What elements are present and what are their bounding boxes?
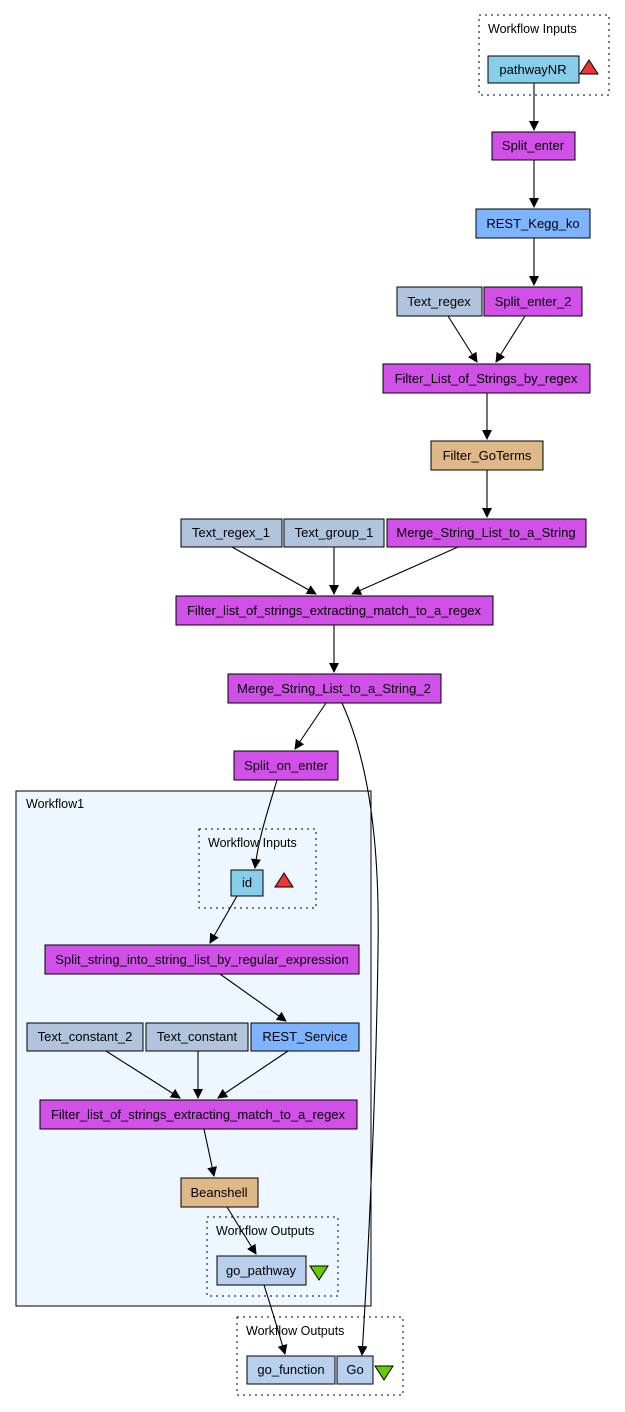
edges [105, 83, 539, 1356]
svg-text:Text_constant: Text_constant [157, 1029, 238, 1044]
svg-text:Text_constant_2: Text_constant_2 [38, 1029, 133, 1044]
svg-text:Beanshell: Beanshell [190, 1185, 247, 1200]
workflow-inputs-inner-label: Workflow Inputs [208, 836, 297, 850]
edge-merge-2-go [341, 702, 379, 1356]
output-triangle-icon [309, 1265, 329, 1281]
edge-beanshell-go-pathway [226, 1206, 257, 1255]
svg-text:Text_regex: Text_regex [407, 294, 471, 309]
workflow-inputs-inner-group: Workflow Inputs [198, 828, 317, 909]
node-beanshell[interactable]: Beanshell [180, 1177, 259, 1208]
svg-text:Filter_list_of_strings_extract: Filter_list_of_strings_extracting_match_… [187, 603, 482, 618]
node-rest-service[interactable]: REST_Service [250, 1022, 360, 1052]
svg-text:Split_enter: Split_enter [502, 138, 565, 153]
edge-go-pathway-go-function [263, 1284, 288, 1355]
node-go[interactable]: Go [336, 1355, 374, 1385]
svg-text:go_function: go_function [257, 1362, 324, 1377]
node-pathwaynr[interactable]: pathwayNR [487, 55, 580, 84]
node-go-function[interactable]: go_function [246, 1355, 336, 1385]
edge-id-split-string [209, 895, 238, 944]
svg-text:go_pathway: go_pathway [226, 1263, 297, 1278]
svg-text:Filter_List_of_Strings_by_rege: Filter_List_of_Strings_by_regex [395, 371, 578, 386]
node-split-on-enter[interactable]: Split_on_enter [233, 750, 339, 781]
edge-text-regex-filter [447, 315, 478, 363]
edge-split-string-rest-service [219, 973, 287, 1022]
edge-text-regex-1-filter-extract [231, 546, 317, 595]
node-rest-kegg-ko[interactable]: REST_Kegg_ko [475, 208, 591, 239]
workflow-outputs-inner-label: Workflow Outputs [216, 1224, 314, 1238]
svg-text:Filter_list_of_strings_extract: Filter_list_of_strings_extracting_match_… [51, 1107, 346, 1122]
svg-text:Go: Go [346, 1362, 363, 1377]
node-text-group-1[interactable]: Text_group_1 [283, 518, 385, 548]
workflow-outputs-bottom-label: Workflow Outputs [246, 1324, 344, 1338]
svg-text:Split_string_into_string_list_: Split_string_into_string_list_by_regular… [55, 952, 348, 967]
node-filter-goterms[interactable]: Filter_GoTerms [430, 440, 544, 471]
svg-text:Text_regex_1: Text_regex_1 [192, 525, 270, 540]
node-split-enter-2[interactable]: Split_enter_2 [483, 286, 583, 317]
svg-text:Filter_GoTerms: Filter_GoTerms [443, 448, 532, 463]
node-filter-extracting-outer[interactable]: Filter_list_of_strings_extracting_match_… [175, 595, 494, 626]
node-merge-string-list-to-a-string-2[interactable]: Merge_String_List_to_a_String_2 [227, 673, 442, 704]
edge-filter-inner-beanshell [203, 1128, 218, 1177]
node-filter-list-of-strings-by-regex[interactable]: Filter_List_of_Strings_by_regex [382, 363, 591, 394]
edge-merge-filter-extract [351, 546, 459, 595]
workflow-outputs-inner-group: Workflow Outputs [206, 1216, 339, 1297]
svg-text:Merge_String_List_to_a_String: Merge_String_List_to_a_String [396, 525, 575, 540]
node-merge-string-list-to-a-string[interactable]: Merge_String_List_to_a_String [386, 518, 587, 548]
workflow-outputs-bottom-group: Workflow Outputs [236, 1316, 404, 1396]
edge-rest-service-filter-inner [217, 1050, 289, 1099]
svg-text:REST_Service: REST_Service [262, 1029, 347, 1044]
svg-text:Split_on_enter: Split_on_enter [244, 758, 329, 773]
workflow-inputs-top-group: Workflow Inputs [478, 14, 610, 96]
node-id[interactable]: id [230, 869, 264, 897]
node-split-string-into-string-list[interactable]: Split_string_into_string_list_by_regular… [44, 944, 360, 975]
svg-text:Merge_String_List_to_a_String_: Merge_String_List_to_a_String_2 [237, 681, 431, 696]
edge-merge-2-split-on-enter [294, 702, 327, 750]
node-text-regex-1[interactable]: Text_regex_1 [180, 518, 283, 548]
svg-text:pathwayNR: pathwayNR [499, 62, 566, 77]
svg-text:id: id [242, 875, 252, 890]
node-go-pathway[interactable]: go_pathway [216, 1255, 307, 1286]
svg-text:Text_group_1: Text_group_1 [295, 525, 374, 540]
node-filter-extracting-inner[interactable]: Filter_list_of_strings_extracting_match_… [39, 1099, 358, 1130]
node-text-constant-2[interactable]: Text_constant_2 [26, 1022, 144, 1052]
edge-text-constant-2-filter-inner [105, 1050, 181, 1099]
node-text-constant[interactable]: Text_constant [145, 1022, 249, 1052]
workflow-inputs-top-label: Workflow Inputs [488, 22, 577, 36]
output-triangle-icon [374, 1365, 394, 1381]
workflow1-label: Workflow1 [26, 797, 84, 811]
svg-text:Split_enter_2: Split_enter_2 [495, 294, 572, 309]
svg-text:REST_Kegg_ko: REST_Kegg_ko [486, 216, 579, 231]
node-text-regex[interactable]: Text_regex [396, 286, 483, 317]
edge-split-on-enter-id [250, 779, 278, 869]
node-split-enter[interactable]: Split_enter [491, 131, 576, 161]
edge-split-enter-2-filter [495, 315, 526, 363]
input-triangle-icon [274, 872, 294, 888]
input-triangle-icon [579, 59, 599, 75]
